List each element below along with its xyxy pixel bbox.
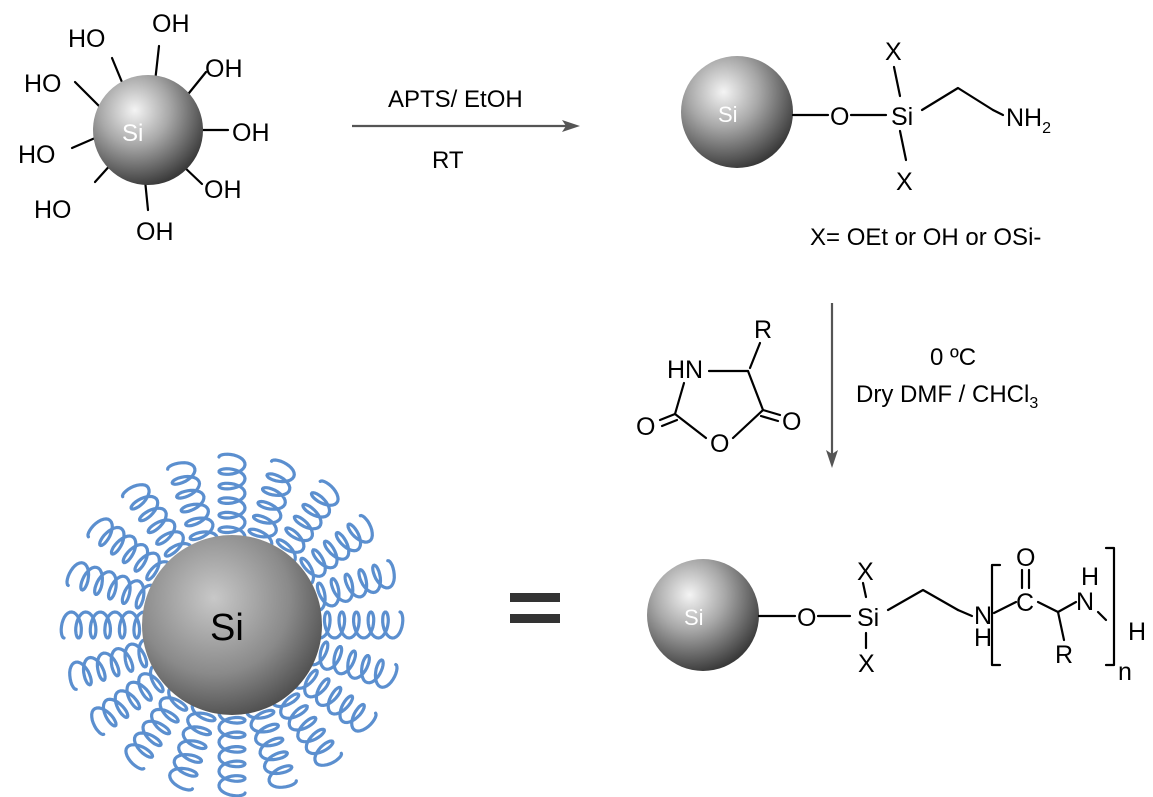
- polypeptide-chain-structure: Si O Si X X N H n C O R N H H: [647, 544, 1146, 686]
- product-oxygen-label: O: [797, 604, 816, 632]
- silica-core-sphere: [93, 75, 203, 185]
- polypeptide-helix: [245, 708, 298, 789]
- nca-monomer-structure: R HN O O O: [636, 316, 801, 458]
- carbonyl-o-left-label: O: [636, 413, 655, 441]
- polypeptide-helix: [90, 664, 165, 737]
- polypeptide-helix: [166, 461, 219, 542]
- aminopropyl-silica-particle: Si O Si X X NH2 X= OEt or OH or OSi-: [681, 38, 1051, 251]
- hydroxyl-label-1: HO: [68, 25, 106, 53]
- equals-sign: [510, 593, 560, 623]
- polypeptide-helix: [59, 610, 146, 640]
- particle-sphere: [681, 56, 793, 168]
- hydroxyl-label-7: HO: [34, 196, 72, 224]
- backbone-h-label: H: [1081, 563, 1099, 591]
- polypeptide-helix: [217, 711, 247, 797]
- silicon-label: Si: [891, 103, 913, 131]
- amide-n-label: N: [974, 602, 992, 630]
- polypeptide-helix: [310, 640, 399, 689]
- hydroxyl-label-5: HO: [18, 141, 56, 169]
- reagent-label: APTS/ EtOH: [388, 86, 523, 113]
- polypeptide-helix: [247, 458, 296, 547]
- hydroxyl-label-2: OH: [152, 10, 190, 38]
- amide-h-label: H: [974, 624, 992, 652]
- grafted-core-sphere: [142, 535, 322, 715]
- r-group-label: R: [754, 316, 772, 344]
- hydroxyl-label-9: OH: [136, 218, 174, 246]
- hn-label: HN: [667, 356, 703, 384]
- polypeptide-grafted-particle: Si: [59, 452, 405, 797]
- product-particle-sphere: [647, 559, 759, 671]
- amine-label: NH2: [1006, 104, 1051, 137]
- polypeptide-helix: [168, 703, 217, 792]
- backbone-n-label: N: [1076, 588, 1094, 616]
- product-x-top-label: X: [857, 558, 874, 586]
- polypeptide-helix: [299, 513, 374, 586]
- polypeptide-helix: [124, 687, 189, 771]
- product-x-bottom-label: X: [858, 650, 875, 678]
- hydroxyl-label-3: HO: [24, 70, 62, 98]
- product-silicon-label: Si: [857, 604, 879, 632]
- polypeptide-helix: [318, 610, 405, 640]
- polypeptide-helix: [86, 517, 170, 582]
- reaction-arrow-1: APTS/ EtOH RT: [352, 86, 580, 174]
- carbonyl-o-label: O: [1016, 544, 1035, 572]
- repeat-n-label: n: [1118, 658, 1132, 686]
- temperature-label: 0 ºC: [930, 344, 976, 371]
- x-top-label: X: [885, 38, 902, 66]
- x-definition-label: X= OEt or OH or OSi-: [810, 224, 1041, 251]
- helix-corona: [59, 452, 405, 797]
- polypeptide-helix: [275, 479, 340, 563]
- reaction-arrow-2: 0 ºC Dry DMF / CHCl3: [826, 303, 1038, 468]
- oxygen-label: O: [830, 103, 849, 131]
- silica-core-label: Si: [122, 120, 143, 147]
- hydroxyl-label-4: OH: [205, 55, 243, 83]
- hydroxyl-label-6: OH: [232, 119, 270, 147]
- terminal-h-label: H: [1128, 618, 1146, 646]
- ring-o-label: O: [710, 430, 729, 458]
- solvent-label: Dry DMF / CHCl3: [856, 381, 1038, 412]
- particle-label: Si: [718, 102, 738, 127]
- polypeptide-helix: [120, 483, 193, 558]
- product-particle-label: Si: [684, 605, 704, 630]
- polypeptide-helix: [294, 668, 378, 733]
- polypeptide-helix: [68, 638, 149, 691]
- x-bottom-label: X: [896, 168, 913, 196]
- polypeptide-helix: [217, 452, 247, 539]
- condition-label: RT: [432, 147, 464, 174]
- polypeptide-helix: [315, 559, 396, 612]
- hydroxylated-silica-particle: Si HO OH HO OH HO OH HO OH OH: [18, 10, 270, 246]
- polypeptide-helix: [65, 561, 154, 610]
- carbonyl-o-right-label: O: [782, 408, 801, 436]
- grafted-core-label: Si: [210, 607, 244, 649]
- hydroxyl-label-8: OH: [204, 176, 242, 204]
- side-chain-r-label: R: [1055, 641, 1073, 669]
- polypeptide-helix: [271, 692, 344, 767]
- carbonyl-c-label: C: [1016, 589, 1034, 617]
